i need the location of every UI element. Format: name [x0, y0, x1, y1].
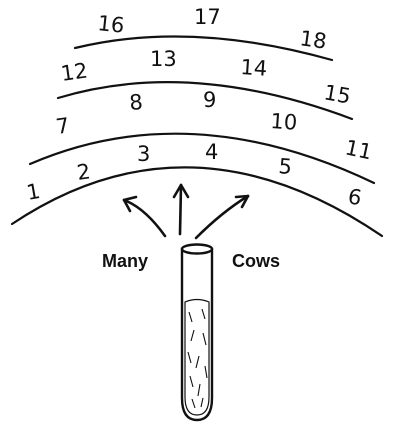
- number-7: 7: [54, 113, 71, 139]
- number-1: 1: [25, 179, 42, 205]
- label-many: Many: [102, 251, 148, 271]
- number-18: 18: [298, 26, 328, 53]
- number-3: 3: [137, 142, 150, 166]
- number-9: 9: [203, 88, 216, 112]
- arrow-right-icon: [196, 196, 248, 238]
- test-tube-icon: [182, 245, 212, 421]
- number-5: 5: [278, 154, 293, 179]
- number-2: 2: [75, 159, 92, 185]
- number-12: 12: [59, 58, 89, 85]
- number-8: 8: [128, 90, 143, 115]
- arc-line-1: [12, 167, 382, 236]
- number-4: 4: [205, 140, 218, 164]
- number-13: 13: [150, 47, 177, 71]
- number-17: 17: [194, 5, 221, 29]
- number-6: 6: [346, 184, 363, 210]
- number-14: 14: [240, 55, 268, 81]
- arrow-up-icon: [174, 185, 188, 234]
- arrow-left-icon: [124, 197, 165, 236]
- label-cows: Cows: [232, 251, 280, 271]
- number-10: 10: [270, 109, 298, 135]
- number-11: 11: [343, 135, 374, 164]
- number-15: 15: [322, 80, 352, 108]
- arc-line-4: [75, 36, 332, 60]
- number-16: 16: [96, 11, 125, 38]
